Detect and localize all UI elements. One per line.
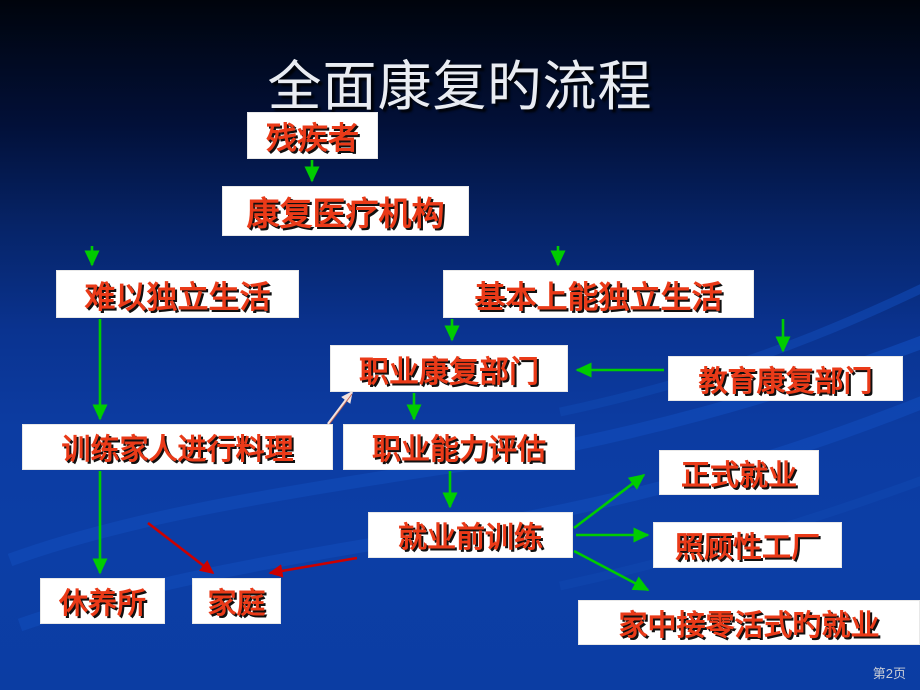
node-train-family[interactable]: 训练家人进行料理 <box>22 424 333 470</box>
node-basic-independent[interactable]: 基本上能独立生活 <box>443 270 754 318</box>
node-sheltered-factory[interactable]: 照顾性工厂 <box>653 522 842 568</box>
node-piecework-at-home[interactable]: 家中接零活式旳就业 <box>578 600 920 645</box>
node-disabled[interactable]: 残疾者 <box>247 112 378 159</box>
node-vocational-dept[interactable]: 职业康复部门 <box>330 345 568 392</box>
wire-pre-job-training-to-home <box>268 556 358 578</box>
node-rehab-medical[interactable]: 康复医疗机构 <box>222 186 469 236</box>
wire-home-to-vocational <box>327 390 353 425</box>
node-nursing-home[interactable]: 休养所 <box>40 578 165 624</box>
wire-pre-job-to-formal-employment <box>573 473 646 530</box>
page-title: 全面康复旳流程 <box>267 55 653 119</box>
page-number: 第2页 <box>872 666 906 681</box>
node-ability-assess[interactable]: 职业能力评估 <box>343 424 575 470</box>
node-pre-job-training[interactable]: 就业前训练 <box>368 512 573 558</box>
node-home[interactable]: 家庭 <box>192 578 281 624</box>
node-education-dept[interactable]: 教育康复部门 <box>668 356 903 401</box>
wire-pre-job-to-piecework-at-home <box>573 549 650 592</box>
node-hard-independent[interactable]: 难以独立生活 <box>56 270 299 318</box>
wire-home-to-vocational-outline <box>327 393 353 427</box>
node-formal-employment[interactable]: 正式就业 <box>659 450 819 495</box>
wire-train-family-to-home <box>147 521 215 575</box>
